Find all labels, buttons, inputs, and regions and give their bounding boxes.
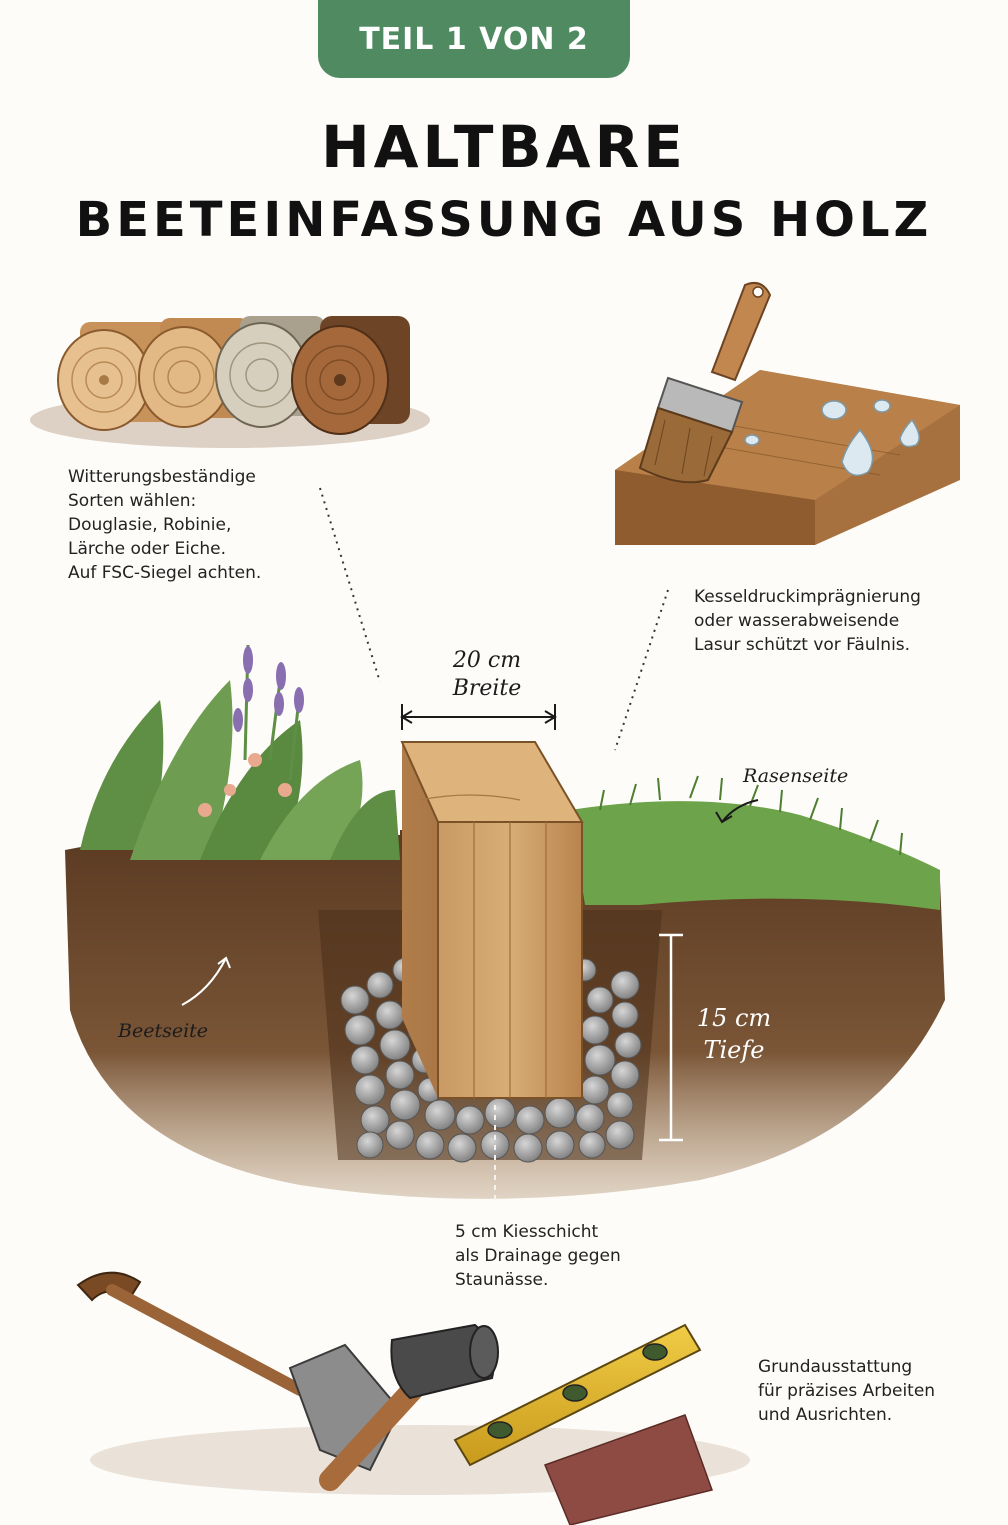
treatment-note: Kesseldruckimprägnierung oder wasserabwe… — [694, 587, 921, 655]
wood-logs-illustration — [30, 316, 430, 448]
lawn-side-label: Rasenseite — [743, 765, 849, 787]
paint-brush-icon — [638, 282, 772, 484]
gravel-note: 5 cm Kiesschicht als Drainage gegen Stau… — [455, 1222, 621, 1290]
depth-dimension-line — [659, 933, 683, 1142]
treated-plank-illustration — [615, 282, 960, 545]
bed-side-label: Beetseite — [118, 1020, 209, 1042]
gravel-layer — [340, 957, 642, 1163]
rubber-mallet-icon — [319, 1323, 499, 1491]
tools-note: Grundausstattung für präzises Arbeiten u… — [758, 1357, 936, 1425]
sandpaper-icon — [544, 1414, 713, 1525]
leader-line — [319, 487, 381, 683]
bed-plants — [80, 644, 400, 860]
width-dimension-line — [400, 704, 557, 730]
spirit-level-icon — [453, 1323, 702, 1467]
wood-types-note: Witterungsbeständige Sorten wählen: Doug… — [68, 467, 262, 583]
bed-arrow — [181, 957, 227, 1006]
depth-value-label: 15 cm — [696, 1004, 772, 1032]
part-badge: TEIL 1 VON 2 — [318, 0, 630, 78]
ground-cross-section — [65, 644, 945, 1205]
leader-line — [614, 589, 669, 751]
width-value-label: 20 cm — [452, 648, 522, 673]
page-title-line-1: HALTBARE — [321, 113, 687, 181]
page-title-line-2: BEETEINFASSUNG AUS HOLZ — [75, 192, 933, 248]
tools-illustration — [76, 1271, 750, 1525]
width-label: Breite — [452, 676, 522, 701]
wood-beam — [400, 741, 584, 1099]
lawn-arrow — [721, 799, 759, 823]
depth-label: Tiefe — [703, 1036, 765, 1064]
